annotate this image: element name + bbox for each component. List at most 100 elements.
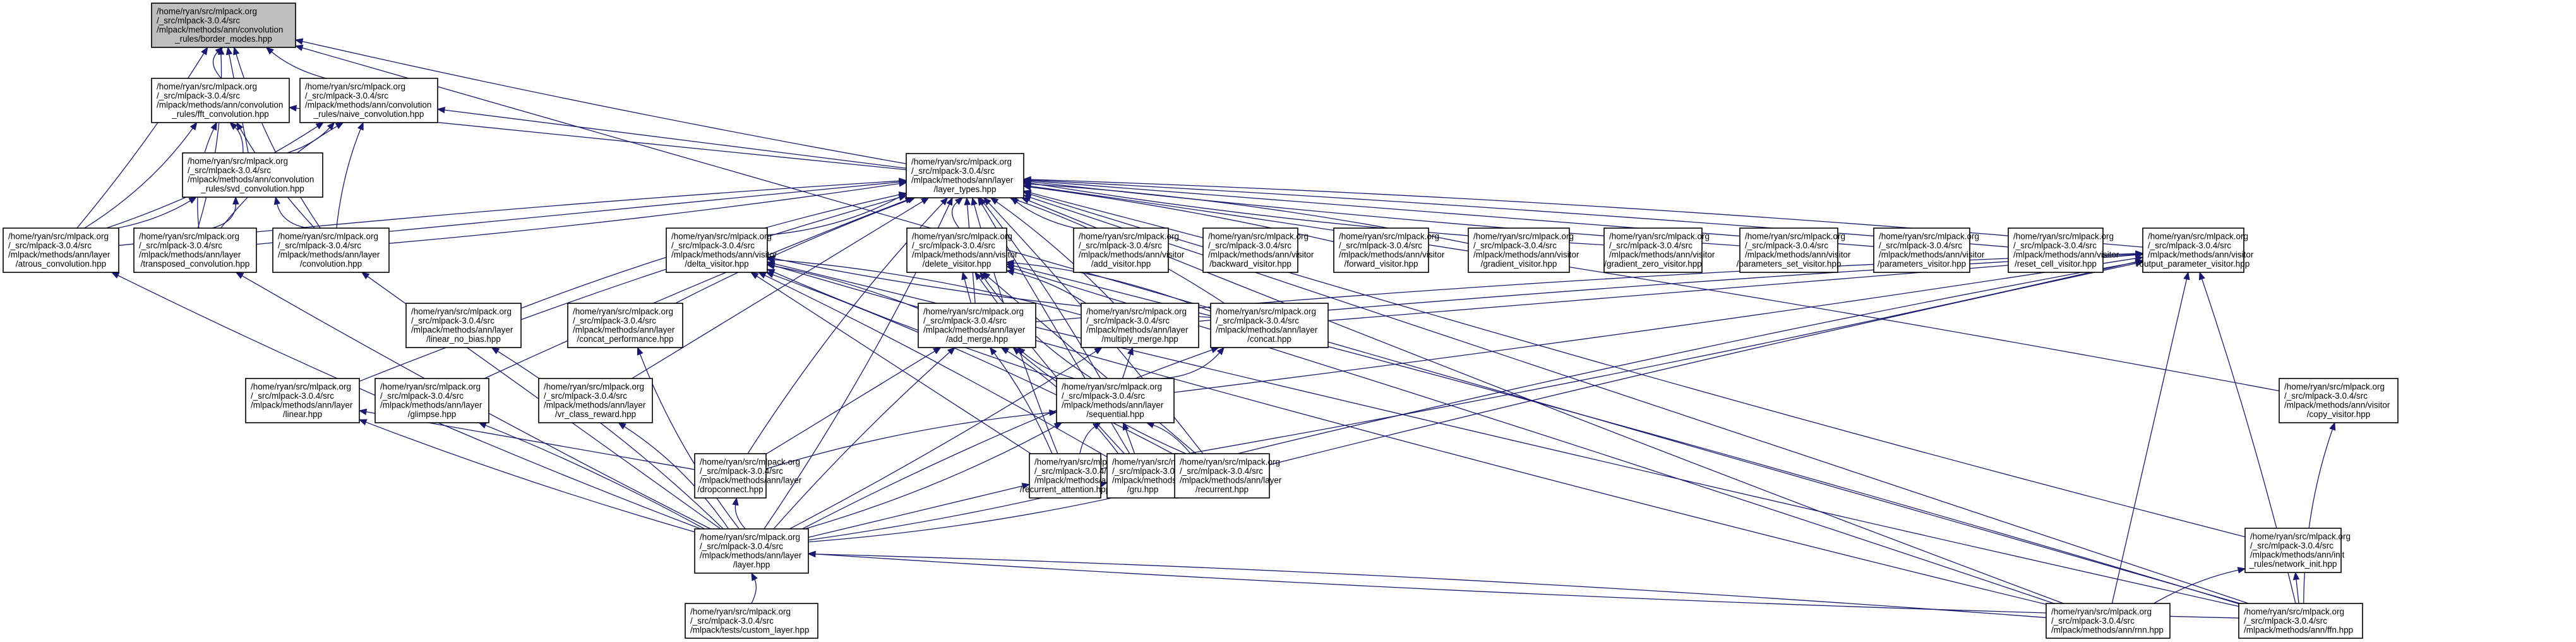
node-convolution[interactable]: /home/ryan/src/mlpack.org/_src/mlpack-3.…	[272, 227, 390, 273]
node-linear[interactable]: /home/ryan/src/mlpack.org/_src/mlpack-3.…	[245, 378, 360, 423]
node-label-line: _rules/svd_convolution.hpp	[200, 184, 304, 193]
edge-line	[388, 183, 901, 244]
node-naive-convolution[interactable]: /home/ryan/src/mlpack.org/_src/mlpack-3.…	[299, 78, 438, 123]
node-forward-visitor[interactable]: /home/ryan/src/mlpack.org/_src/mlpack-3.…	[1333, 227, 1445, 273]
node-add-visitor[interactable]: /home/ryan/src/mlpack.org/_src/mlpack-3.…	[1073, 227, 1185, 273]
node-label-line: /home/ryan/src/mlpack.org	[2013, 232, 2114, 241]
node-custom-layer[interactable]: /home/ryan/src/mlpack.org/_src/mlpack-3.…	[685, 603, 818, 639]
node-vr-class-reward[interactable]: /home/ryan/src/mlpack.org/_src/mlpack-3.…	[538, 378, 653, 423]
node-border-modes[interactable]: /home/ryan/src/mlpack.org/_src/mlpack-3.…	[151, 3, 296, 48]
node-box	[1603, 227, 1703, 273]
node-label-line: /_src/mlpack-3.0.4/src	[139, 241, 222, 250]
node-label-line: /forward_visitor.hpp	[1344, 259, 1418, 269]
node-concat[interactable]: /home/ryan/src/mlpack.org/_src/mlpack-3.…	[1210, 303, 1329, 348]
node-box	[2279, 378, 2399, 423]
node-label-line: /_src/mlpack-3.0.4/src	[2284, 391, 2368, 401]
node-label-line: /mlpack/methods/ann/layer	[251, 401, 353, 410]
node-box	[1873, 227, 1970, 273]
node-label-line: /parameters_set_visitor.hpp	[1737, 259, 1842, 269]
arrowhead-icon	[288, 104, 297, 112]
node-copy-visitor[interactable]: /home/ryan/src/mlpack.org/_src/mlpack-3.…	[2279, 378, 2399, 423]
node-recurrent[interactable]: /home/ryan/src/mlpack.org/_src/mlpack-3.…	[1174, 453, 1282, 499]
node-sequential[interactable]: /home/ryan/src/mlpack.org/_src/mlpack-3.…	[1056, 378, 1175, 423]
node-output-parameter-visitor[interactable]: /home/ryan/src/mlpack.org/_src/mlpack-3.…	[2137, 227, 2254, 273]
arrowhead-icon	[1216, 346, 1225, 356]
edge-atrous_convolution-to-fft_convolution	[84, 121, 198, 229]
edge-line	[1198, 253, 2137, 322]
arrowhead-icon	[229, 122, 238, 130]
node-concat-performance[interactable]: /home/ryan/src/mlpack.org/_src/mlpack-3.…	[567, 303, 683, 348]
node-label-line: _rules/network_init.hpp	[2249, 559, 2337, 569]
arrowhead-icon	[982, 272, 991, 280]
node-glimpse[interactable]: /home/ryan/src/mlpack.org/_src/mlpack-3.…	[374, 378, 489, 423]
arrowhead-icon	[2329, 421, 2336, 431]
node-box	[1081, 303, 1199, 348]
node-parameters-set-visitor[interactable]: /home/ryan/src/mlpack.org/_src/mlpack-3.…	[1737, 227, 1851, 273]
node-label-line: /home/ryan/src/mlpack.org	[251, 382, 351, 392]
arrowhead-icon	[1127, 346, 1134, 356]
node-gru[interactable]: /home/ryan/src/mlpack.org/_src/mlpack-3.…	[1106, 453, 1214, 499]
node-label-line: /home/ryan/src/mlpack.org	[2051, 607, 2152, 616]
node-label-line: /_src/mlpack-3.0.4/src	[1216, 316, 1299, 325]
node-fft-convolution[interactable]: /home/ryan/src/mlpack.org/_src/mlpack-3.…	[151, 78, 290, 123]
edge-line	[2296, 578, 2299, 604]
edge-ffn-to-delete_visitor	[1005, 262, 2239, 605]
arrowhead-icon	[236, 121, 244, 131]
edge-line	[765, 412, 1051, 469]
node-box	[2046, 603, 2171, 639]
node-ffn[interactable]: /home/ryan/src/mlpack.org/_src/mlpack-3.…	[2238, 603, 2363, 639]
node-linear-no-bias[interactable]: /home/ryan/src/mlpack.org/_src/mlpack-3.…	[405, 303, 522, 348]
node-label-line: /mlpack/methods/ann/visitor	[1208, 250, 1314, 260]
node-label-line: /home/ryan/src/mlpack.org	[1062, 382, 1162, 392]
node-label-line: /home/ryan/src/mlpack.org	[157, 82, 257, 92]
node-label-line: /delete_visitor.hpp	[923, 259, 991, 269]
node-label-line: /_src/mlpack-3.0.4/src	[1339, 241, 1422, 250]
node-label-line: /layer_types.hpp	[933, 185, 996, 194]
node-delete-visitor[interactable]: /home/ryan/src/mlpack.org/_src/mlpack-3.…	[906, 227, 1018, 273]
edge-line	[1122, 353, 1132, 379]
edge-line	[1269, 263, 2137, 466]
node-label-line: /mlpack/methods/ann/layer	[1216, 325, 1318, 335]
edge-copy_visitor-to-layer_types	[1022, 183, 2280, 392]
node-multiply-merge[interactable]: /home/ryan/src/mlpack.org/_src/mlpack-3.…	[1081, 303, 1199, 348]
node-label-line: /home/ryan/src/mlpack.org	[912, 232, 1012, 241]
arrowhead-icon	[766, 255, 776, 262]
edge-add_merge-to-delete_visitor	[961, 271, 972, 304]
arrowhead-icon	[210, 121, 217, 131]
edge-line	[365, 421, 695, 533]
node-label-line: /_src/mlpack-3.0.4/src	[700, 466, 783, 476]
node-svd-convolution[interactable]: /home/ryan/src/mlpack.org/_src/mlpack-3.…	[182, 152, 323, 198]
arrowhead-icon	[358, 408, 368, 415]
node-gradient-visitor[interactable]: /home/ryan/src/mlpack.org/_src/mlpack-3.…	[1468, 227, 1579, 273]
node-rnn[interactable]: /home/ryan/src/mlpack.org/_src/mlpack-3.…	[2046, 603, 2171, 639]
node-box	[666, 227, 768, 273]
node-label-line: _rules/fft_convolution.hpp	[171, 109, 269, 119]
node-layer-types[interactable]: /home/ryan/src/mlpack.org/_src/mlpack-3.…	[906, 153, 1024, 198]
node-add-merge[interactable]: /home/ryan/src/mlpack.org/_src/mlpack-3.…	[918, 303, 1036, 348]
edge-layer-to-sequential	[805, 422, 1063, 530]
edge-line	[773, 259, 1082, 316]
node-gradient-zero-visitor[interactable]: /home/ryan/src/mlpack.org/_src/mlpack-3.…	[1603, 227, 1715, 273]
node-label-line: _rules/border_modes.hpp	[174, 34, 272, 44]
node-backward-visitor[interactable]: /home/ryan/src/mlpack.org/_src/mlpack-3.…	[1202, 227, 1314, 273]
node-network-init[interactable]: /home/ryan/src/mlpack.org/_src/mlpack-3.…	[2244, 528, 2351, 573]
arrowhead-icon	[898, 180, 908, 187]
node-layer[interactable]: /home/ryan/src/mlpack.org/_src/mlpack-3.…	[694, 528, 809, 574]
node-atrous-convolution[interactable]: /home/ryan/src/mlpack.org/_src/mlpack-3.…	[3, 227, 119, 273]
node-label-line: /linear.hpp	[283, 409, 322, 419]
node-label-line: /home/ryan/src/mlpack.org	[1086, 307, 1187, 317]
node-label-line: /home/ryan/src/mlpack.org	[2250, 532, 2351, 542]
node-recurrent-attention[interactable]: /home/ryan/src/mlpack.org/_src/mlpack-3.…	[1020, 453, 1137, 499]
arrowhead-icon	[933, 347, 942, 354]
node-label-line: /concat_performance.hpp	[577, 334, 673, 344]
node-delta-visitor[interactable]: /home/ryan/src/mlpack.org/_src/mlpack-3.…	[666, 227, 777, 273]
node-reset-cell-visitor[interactable]: /home/ryan/src/mlpack.org/_src/mlpack-3.…	[2008, 227, 2119, 273]
node-label-line: /convolution.hpp	[300, 259, 362, 269]
node-label-line: /_src/mlpack-3.0.4/src	[1062, 391, 1145, 401]
edge-delete_visitor-to-layer_types	[951, 197, 964, 229]
node-label-line: /home/ryan/src/mlpack.org	[8, 232, 109, 241]
node-dropconnect[interactable]: /home/ryan/src/mlpack.org/_src/mlpack-3.…	[694, 453, 802, 499]
node-transposed-convolution[interactable]: /home/ryan/src/mlpack.org/_src/mlpack-3.…	[133, 227, 257, 273]
arrowhead-icon	[294, 44, 304, 51]
node-parameters-visitor[interactable]: /home/ryan/src/mlpack.org/_src/mlpack-3.…	[1873, 227, 1985, 273]
